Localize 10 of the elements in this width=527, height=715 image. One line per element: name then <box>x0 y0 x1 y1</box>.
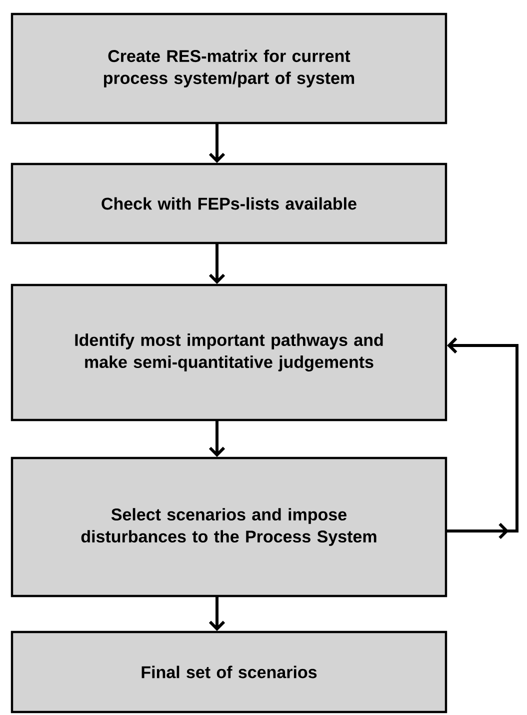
arrow <box>208 124 226 163</box>
arrow <box>447 337 518 540</box>
arrow <box>208 244 226 284</box>
process-box: Identify most important pathways and make semi-quantitative judgements <box>10 284 448 422</box>
arrow <box>208 597 226 631</box>
arrow <box>208 421 226 457</box>
process-box: Create RES-matrix for current process system/part of system <box>10 12 448 124</box>
process-box: Select scenarios and impose disturbances to the Process System <box>10 456 448 598</box>
process-box: Final set of scenarios <box>10 630 448 714</box>
process-box: Check with FEPs-lists available <box>10 162 448 244</box>
